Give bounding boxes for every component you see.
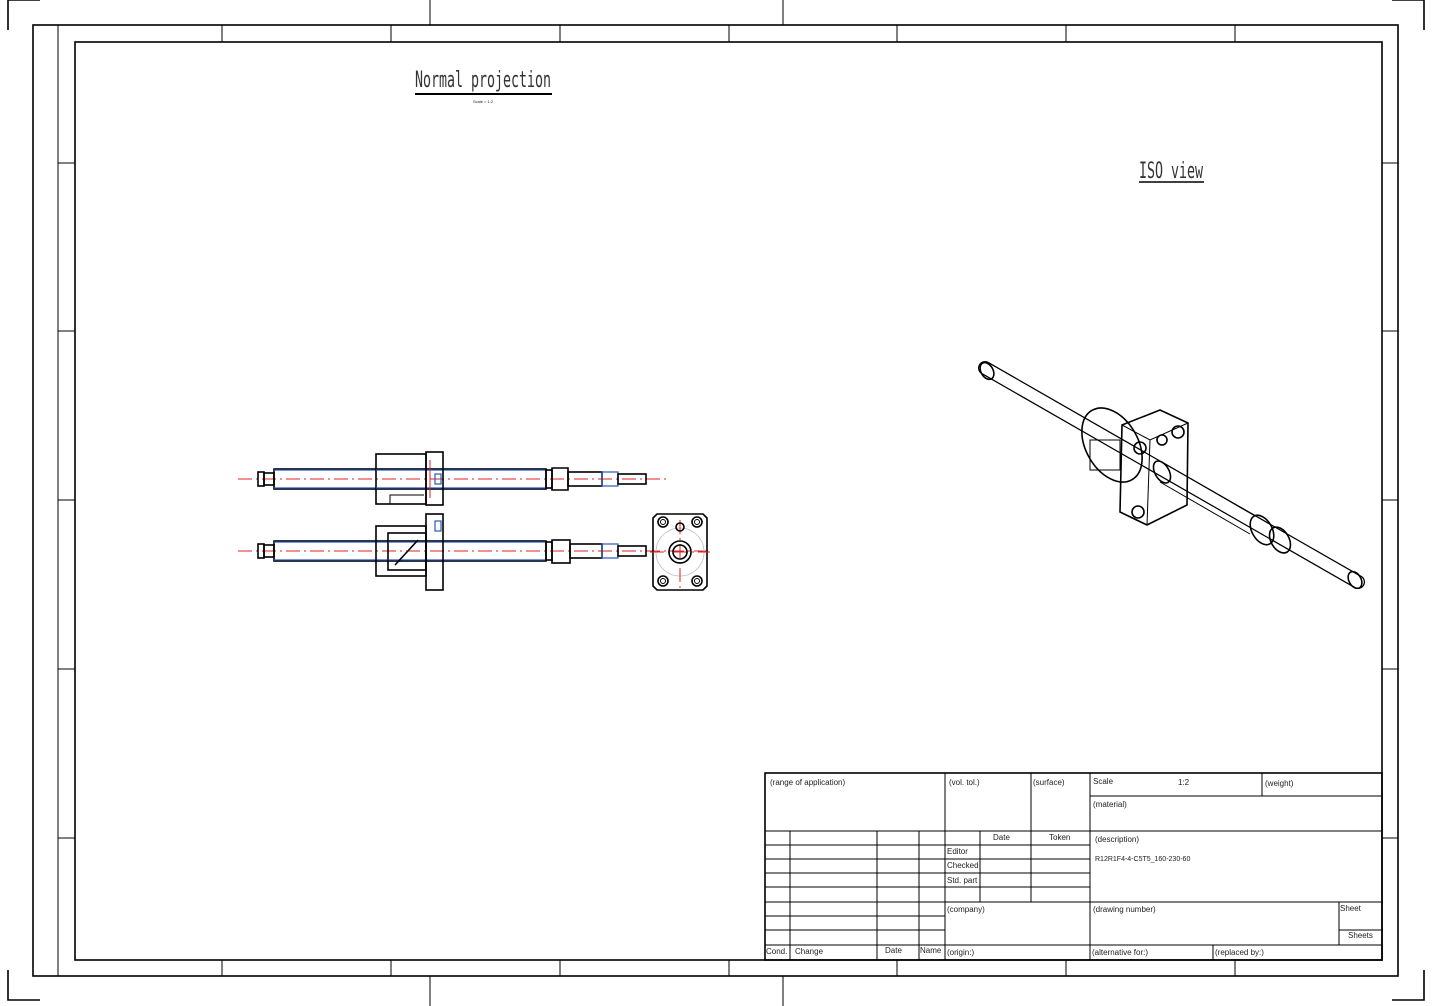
alternative-for-label: (alternative for:)	[1092, 948, 1148, 957]
sheet-label: Sheet	[1340, 904, 1362, 913]
iso-view	[978, 361, 1365, 590]
checked-label: Checked	[947, 861, 979, 870]
title-block: (range of application) (vol. tol.) (surf…	[764, 772, 1383, 961]
std-part-label: Std. part	[947, 876, 978, 885]
front-view	[238, 451, 668, 506]
description-value: R12R1F4-4-C5T5_160-230-60	[1095, 856, 1190, 863]
surface-label: (surface)	[1033, 778, 1065, 787]
origin-label: (origin:)	[947, 948, 974, 957]
material-label: (material)	[1093, 800, 1127, 809]
date-header: Date	[993, 833, 1010, 842]
side-view	[650, 513, 710, 591]
scale-label: Scale	[1093, 777, 1114, 786]
editor-label: Editor	[947, 847, 968, 856]
iso-view-title: ISO view	[1139, 159, 1203, 184]
scale-value: 1:2	[1178, 778, 1190, 787]
normal-projection-scale: Scale = 1:2	[473, 99, 494, 104]
normal-projection-title: Normal projection	[415, 68, 551, 93]
weight-label: (weight)	[1265, 779, 1294, 788]
top-view	[238, 513, 710, 591]
cond-label: Cond.	[766, 947, 787, 956]
replaced-by-label: (replaced by:)	[1215, 948, 1264, 957]
drawing-frame	[7, 0, 1425, 1006]
change-label: Change	[795, 947, 824, 956]
drawing-number-label: (drawing number)	[1093, 905, 1156, 914]
description-label: (description)	[1095, 835, 1139, 844]
token-header: Token	[1049, 833, 1070, 842]
date-label: Date	[885, 946, 902, 955]
company-label: (company)	[947, 905, 985, 914]
range-of-application-label: (range of application)	[770, 778, 845, 787]
name-label: Name	[920, 946, 942, 955]
vol-tol-label: (vol. tol.)	[949, 778, 980, 787]
sheets-label: Sheets	[1348, 931, 1373, 940]
corner-marks	[7, 0, 1425, 1001]
